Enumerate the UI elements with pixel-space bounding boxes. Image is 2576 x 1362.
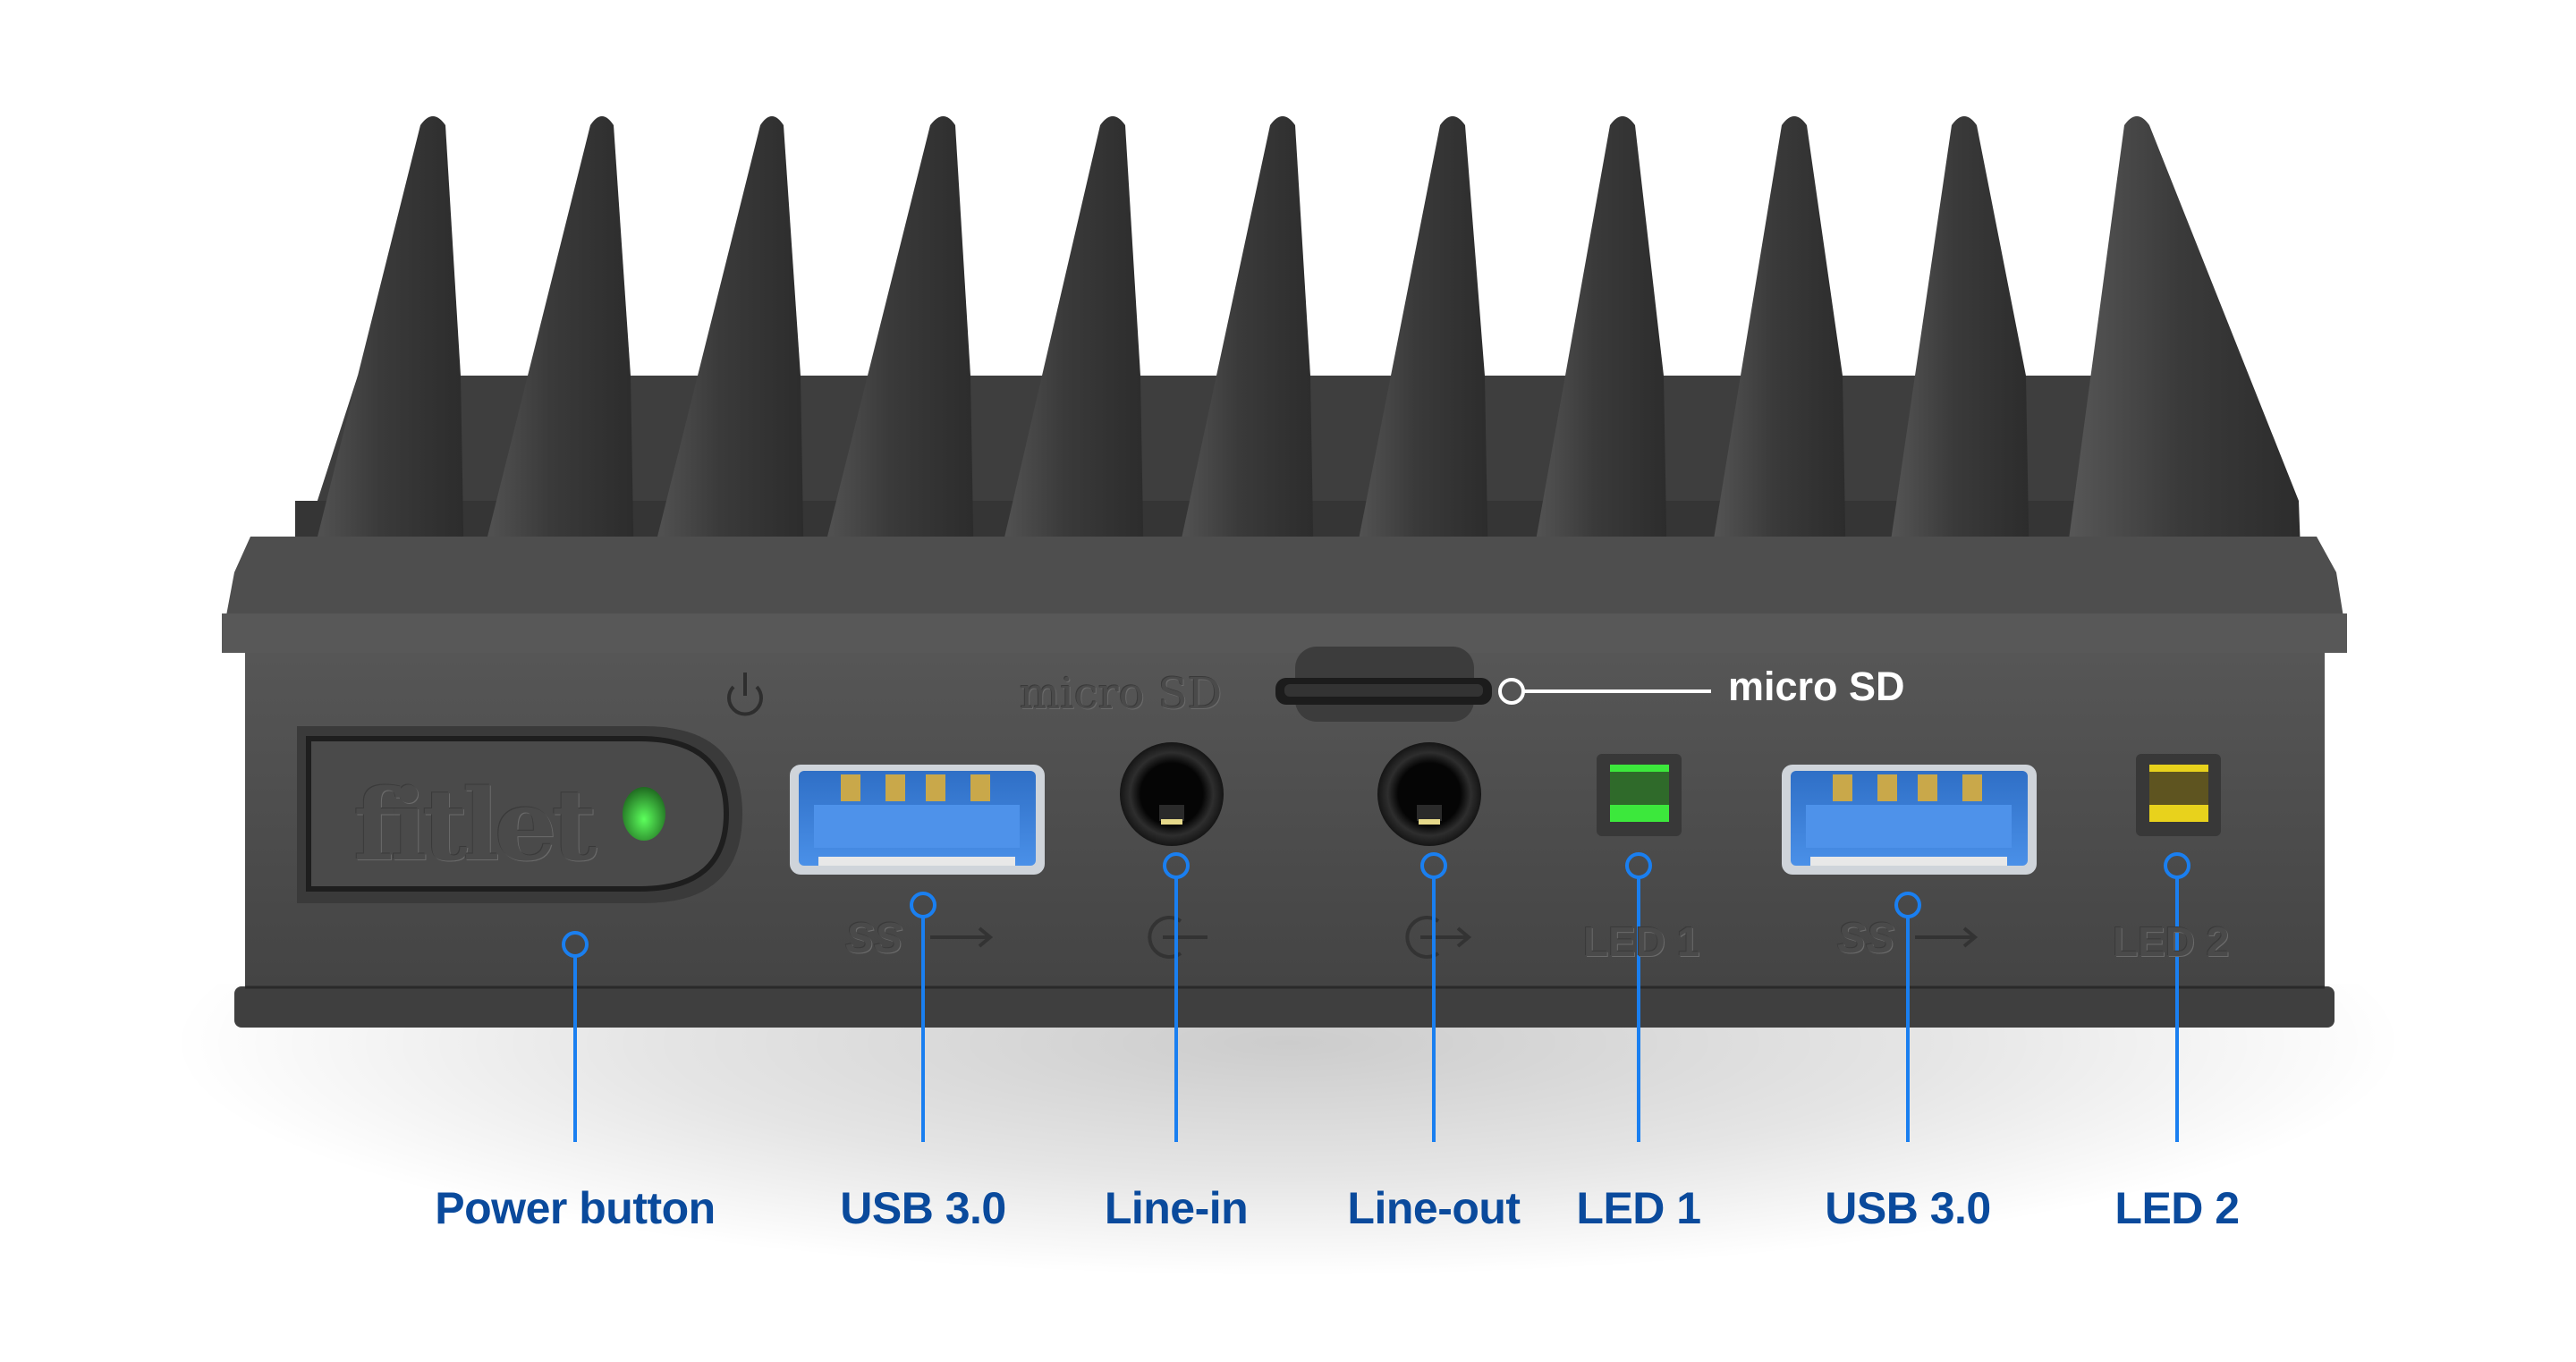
power-led: [623, 787, 665, 841]
label-usb-3-right: USB 3.0: [1825, 1183, 1991, 1233]
label-led-1: LED 1: [1576, 1183, 1701, 1233]
label-power-button: Power button: [435, 1183, 716, 1233]
usb-ss-icon-left: [930, 926, 994, 948]
line-out-jack: [1377, 742, 1481, 846]
label-led-2: LED 2: [2114, 1183, 2240, 1233]
usb-port-right: [1782, 765, 2037, 875]
label-line-in: Line-in: [1104, 1183, 1249, 1233]
usb-port-left: [790, 765, 1045, 875]
device-shadow: [161, 984, 2415, 1279]
microsd-callout-dot: [1498, 678, 1525, 705]
usb-ss-text-left: SS: [845, 915, 903, 962]
label-usb-3-left: USB 3.0: [840, 1183, 1006, 1233]
led-2-indicator: [2136, 754, 2221, 836]
line-in-jack: [1120, 742, 1224, 846]
fitlet-logo: fitlet: [353, 767, 597, 883]
power-button: [306, 736, 730, 892]
label-line-out: Line-out: [1347, 1183, 1521, 1233]
microsd-engraving: micro SD: [1020, 669, 1223, 719]
usb-ss-icon-right: [1915, 926, 1979, 948]
audio-out-icon: [1405, 916, 1472, 959]
led2-engraving: LED 2: [2113, 918, 2230, 965]
led-1-indicator: [1597, 754, 1682, 836]
led1-engraving: LED 1: [1583, 918, 1700, 965]
heatsink-fins: [295, 116, 2303, 626]
power-icon: [727, 673, 763, 716]
audio-in-icon: [1148, 916, 1208, 959]
microsd-slot: [1275, 647, 1492, 722]
usb-ss-text-right: SS: [1837, 915, 1895, 962]
base-plinth: [234, 986, 2334, 1028]
microsd-label: micro SD: [1728, 664, 1905, 709]
callout-lines: [562, 852, 2190, 1142]
